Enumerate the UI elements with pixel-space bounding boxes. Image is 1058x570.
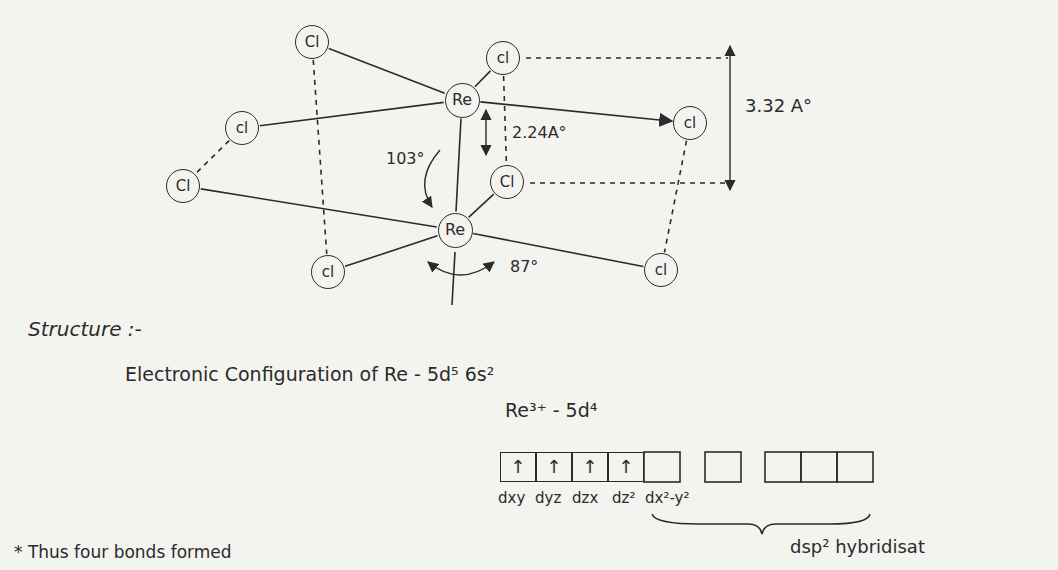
orbital-box: ↑ bbox=[500, 452, 536, 482]
electron-arrow: ↑ bbox=[510, 457, 525, 477]
atom-symbol: Cl bbox=[305, 34, 320, 51]
atom-symbol: Re bbox=[445, 221, 465, 239]
orbital-box: ↑ bbox=[572, 452, 608, 482]
atom-symbol: Cl bbox=[176, 178, 191, 195]
note-label: 103° bbox=[386, 150, 425, 168]
atom-symbol: cl bbox=[322, 264, 334, 281]
atom-circle: Cl bbox=[490, 165, 524, 199]
note-label: dz² bbox=[612, 490, 635, 507]
angle-arc bbox=[428, 262, 494, 275]
eclipsed-guide bbox=[664, 141, 686, 253]
electron-arrow: ↑ bbox=[546, 457, 561, 477]
bond-line bbox=[480, 102, 672, 121]
orbital-box: ↑ bbox=[536, 452, 572, 482]
eclipsed-guide bbox=[504, 76, 507, 164]
bond-line bbox=[201, 189, 437, 227]
atom-symbol: cl bbox=[497, 50, 509, 67]
bond-line bbox=[473, 234, 643, 267]
eclipsed-guide bbox=[196, 141, 229, 174]
note-label: dyz bbox=[535, 490, 561, 507]
atom-circle: Re bbox=[438, 213, 473, 248]
atom-circle: Cl bbox=[295, 25, 329, 59]
atom-circle: cl bbox=[486, 41, 520, 75]
note-label: dx²-y² bbox=[645, 490, 689, 507]
note-label: 3.32 A° bbox=[745, 96, 812, 117]
electron-arrow: ↑ bbox=[618, 457, 633, 477]
atom-symbol: Cl bbox=[500, 174, 515, 191]
note-label: Structure :- bbox=[28, 318, 142, 341]
orbital-box bbox=[644, 452, 680, 482]
atom-symbol: cl bbox=[684, 115, 696, 132]
bond-line bbox=[329, 48, 445, 93]
atom-circle: cl bbox=[225, 111, 259, 145]
eclipsed-guide bbox=[313, 60, 327, 254]
atom-circle: cl bbox=[311, 255, 345, 289]
brace bbox=[652, 514, 870, 534]
atom-symbol: cl bbox=[236, 120, 248, 137]
atom-circle: cl bbox=[673, 106, 707, 140]
note-label: Electronic Configuration of Re - 5d⁵ 6s² bbox=[125, 364, 494, 386]
note-label: dxy bbox=[498, 490, 525, 507]
bond-length-arrow bbox=[485, 110, 486, 155]
bond-line bbox=[345, 236, 437, 267]
axis-line bbox=[452, 252, 455, 305]
bond-line bbox=[469, 194, 494, 217]
atom-circle: Cl bbox=[166, 169, 200, 203]
dimension-line bbox=[729, 46, 730, 190]
bond-line bbox=[260, 102, 444, 125]
note-label: * Thus four bonds formed bbox=[14, 543, 232, 563]
bond-line bbox=[475, 71, 491, 87]
note-label: Re³⁺ - 5d⁴ bbox=[505, 400, 597, 422]
atom-circle: cl bbox=[644, 253, 678, 287]
dimension-leader bbox=[526, 57, 728, 58]
angle-arc bbox=[425, 150, 440, 207]
bond-line bbox=[456, 118, 461, 211]
note-label: 2.24A° bbox=[512, 124, 567, 142]
orbital-box: ↑ bbox=[608, 452, 644, 482]
atom-circle: Re bbox=[445, 83, 480, 118]
note-label: 87° bbox=[510, 258, 538, 276]
orbital-box bbox=[705, 452, 741, 482]
orbital-box bbox=[801, 452, 837, 482]
dimension-leader bbox=[530, 182, 728, 183]
atom-symbol: cl bbox=[655, 262, 667, 279]
atom-symbol: Re bbox=[452, 91, 472, 109]
orbital-box bbox=[837, 452, 873, 482]
orbital-box bbox=[765, 452, 801, 482]
note-label: dzx bbox=[572, 490, 598, 507]
electron-arrow: ↑ bbox=[582, 457, 597, 477]
note-label: dsp² hybridisat bbox=[790, 537, 925, 558]
